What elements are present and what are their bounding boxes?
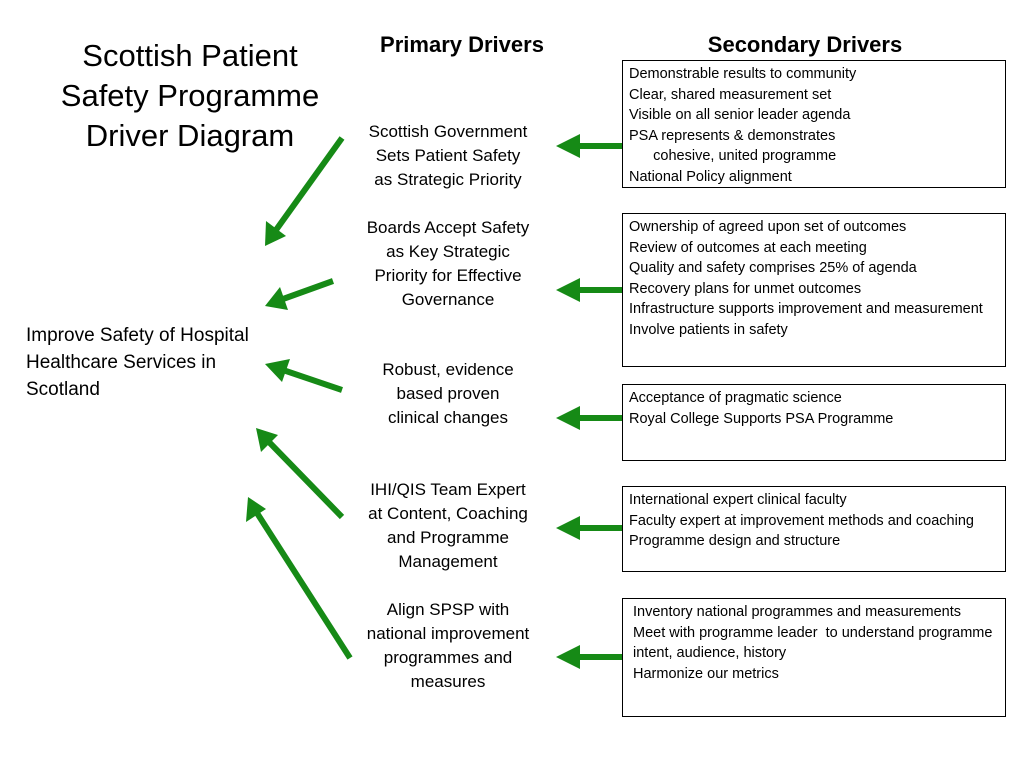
arrow-head bbox=[556, 134, 580, 158]
arrow-primary-5 bbox=[254, 511, 353, 660]
arrow-head bbox=[256, 428, 278, 452]
secondary-item: Demonstrable results to community bbox=[629, 66, 857, 82]
secondary-item: Programme design and structure bbox=[629, 533, 841, 549]
arrow-primary-3 bbox=[282, 367, 343, 393]
secondary-item: Infrastructure supports improvement and … bbox=[629, 301, 983, 317]
secondary-drivers-header: Secondary Drivers bbox=[707, 32, 903, 57]
arrow-primary-2 bbox=[281, 278, 335, 302]
secondary-item: Involve patients in safety bbox=[629, 321, 788, 338]
secondary-box-2: Ownership of agreed upon set of outcomes… bbox=[622, 213, 1006, 367]
arrow-primary-4 bbox=[265, 438, 345, 520]
arrow-head bbox=[556, 516, 580, 540]
secondary-item: International expert clinical faculty bbox=[629, 492, 847, 508]
secondary-item: cohesive, united programme bbox=[629, 148, 837, 164]
arrow-head bbox=[265, 359, 290, 382]
diagram-title: Scottish Patient Safety Programme Driver… bbox=[60, 38, 320, 153]
secondary-box-5: Inventory national programmes and measur… bbox=[622, 598, 1006, 717]
primary-drivers-header: Primary Drivers bbox=[380, 32, 544, 57]
primary-driver-4: IHI/QIS Team Expert at Content, Coaching… bbox=[368, 480, 528, 571]
arrow-head bbox=[556, 645, 580, 669]
secondary-item: Clear, shared measurement set bbox=[629, 86, 832, 103]
primary-driver-3: Robust, evidence based proven clinical c… bbox=[382, 360, 514, 427]
secondary-item: Review of outcomes at each meeting bbox=[629, 239, 867, 256]
arrow-primary-1 bbox=[273, 136, 345, 232]
outcome-aim: Improve Safety of Hospital Healthcare Se… bbox=[26, 325, 249, 400]
secondary-box-1: Demonstrable results to community Clear,… bbox=[622, 60, 1006, 188]
secondary-item: Faculty expert at improvement methods an… bbox=[629, 512, 974, 529]
secondary-item: Ownership of agreed upon set of outcomes bbox=[629, 219, 907, 235]
primary-driver-2: Boards Accept Safety as Key Strategic Pr… bbox=[366, 218, 530, 309]
primary-driver-5: Align SPSP with national improvement pro… bbox=[366, 600, 530, 691]
secondary-item: PSA represents & demonstrates bbox=[629, 127, 836, 144]
arrow-head bbox=[556, 406, 580, 430]
secondary-item: Royal College Supports PSA Programme bbox=[629, 410, 894, 427]
secondary-item: Recovery plans for unmet outcomes bbox=[629, 280, 862, 297]
primary-driver-1: Scottish Government Sets Patient Safety … bbox=[368, 122, 528, 189]
secondary-item: Harmonize our metrics bbox=[633, 665, 779, 682]
secondary-box-4: International expert clinical faculty Fa… bbox=[622, 486, 1006, 572]
secondary-item: Quality and safety comprises 25% of agen… bbox=[629, 260, 917, 276]
secondary-item: Acceptance of pragmatic science bbox=[629, 390, 842, 406]
arrow-head bbox=[265, 221, 286, 246]
arrow-head bbox=[246, 497, 266, 522]
secondary-item: Inventory national programmes and measur… bbox=[633, 604, 962, 620]
arrow-head bbox=[265, 287, 288, 310]
secondary-item: Visible on all senior leader agenda bbox=[629, 107, 851, 123]
arrow-head bbox=[556, 278, 580, 302]
secondary-item: National Policy alignment bbox=[629, 168, 792, 185]
secondary-item: Meet with programme leader to understand… bbox=[633, 624, 997, 662]
secondary-box-3: Acceptance of pragmatic science Royal Co… bbox=[622, 384, 1006, 461]
